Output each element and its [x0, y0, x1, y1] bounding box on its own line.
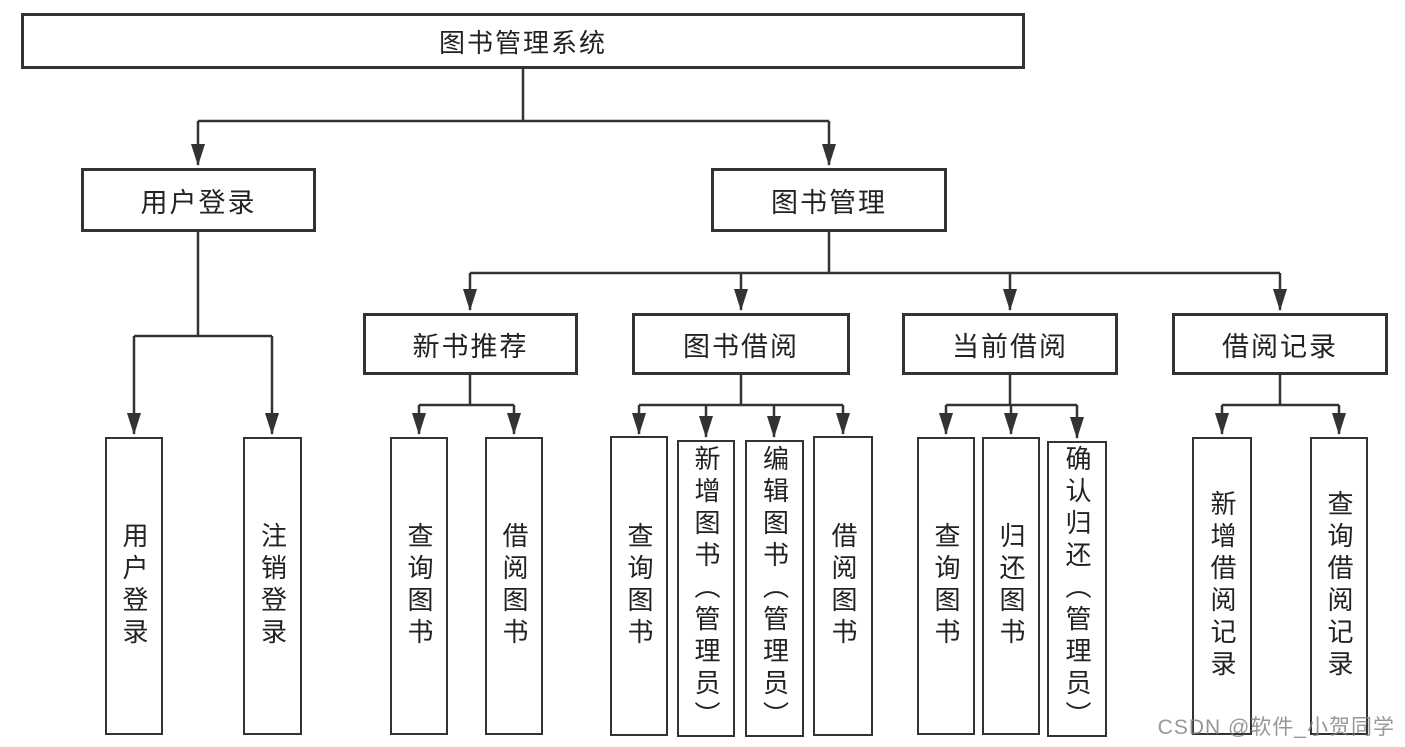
node-book-management: 图书管理	[711, 168, 947, 232]
leaf-borrowing-query-books: 查询图书	[610, 436, 668, 736]
leaf-current-return-books: 归还图书	[982, 437, 1040, 735]
leaf-current-query-books: 查询图书	[917, 437, 975, 735]
leaf-logout: 注销登录	[243, 437, 302, 735]
leaf-recommend-borrow-books: 借阅图书	[485, 437, 543, 735]
leaf-borrowing-add-books-admin: 新增图书（管理员）	[677, 440, 735, 737]
leaf-records-query-borrow-record: 查询借阅记录	[1310, 437, 1368, 735]
leaf-records-add-borrow-record: 新增借阅记录	[1192, 437, 1252, 735]
leaf-user-login: 用户登录	[105, 437, 163, 735]
leaf-current-confirm-return-admin: 确认归还（管理员）	[1047, 441, 1107, 737]
leaf-recommend-query-books: 查询图书	[390, 437, 448, 735]
node-new-book-recommend: 新书推荐	[363, 313, 578, 375]
node-root: 图书管理系统	[21, 13, 1025, 69]
node-borrow-records: 借阅记录	[1172, 313, 1388, 375]
node-book-borrowing: 图书借阅	[632, 313, 850, 375]
leaf-borrowing-borrow-books: 借阅图书	[813, 436, 873, 736]
leaf-borrowing-edit-books-admin: 编辑图书（管理员）	[745, 440, 804, 737]
watermark: CSDN @软件_小贺同学	[1157, 716, 1395, 739]
node-user-login: 用户登录	[81, 168, 316, 232]
node-current-borrowing: 当前借阅	[902, 313, 1118, 375]
